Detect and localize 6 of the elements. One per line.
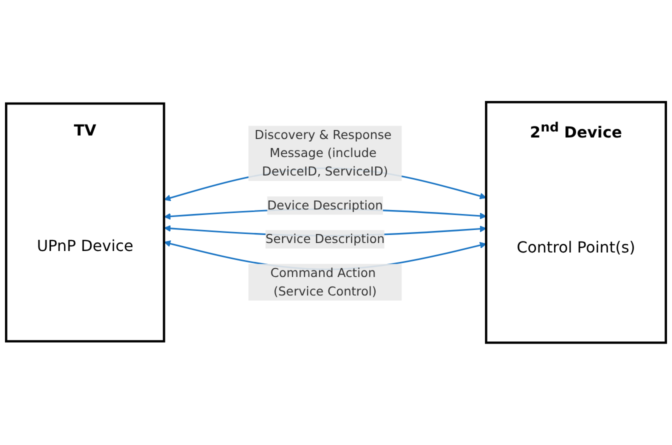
edge-label: Command Action (Service Control): [270, 265, 377, 298]
edge-label: Discovery & Response Message (include DeviceID, ServiceID): [254, 127, 392, 179]
edge-label: Device Description: [267, 198, 383, 213]
node-box: TV UPnP Device: [5, 102, 166, 343]
edge-label: Service Description: [266, 232, 385, 246]
node-box: 2$^{nd}$ Device Control Point(s): [484, 101, 667, 344]
